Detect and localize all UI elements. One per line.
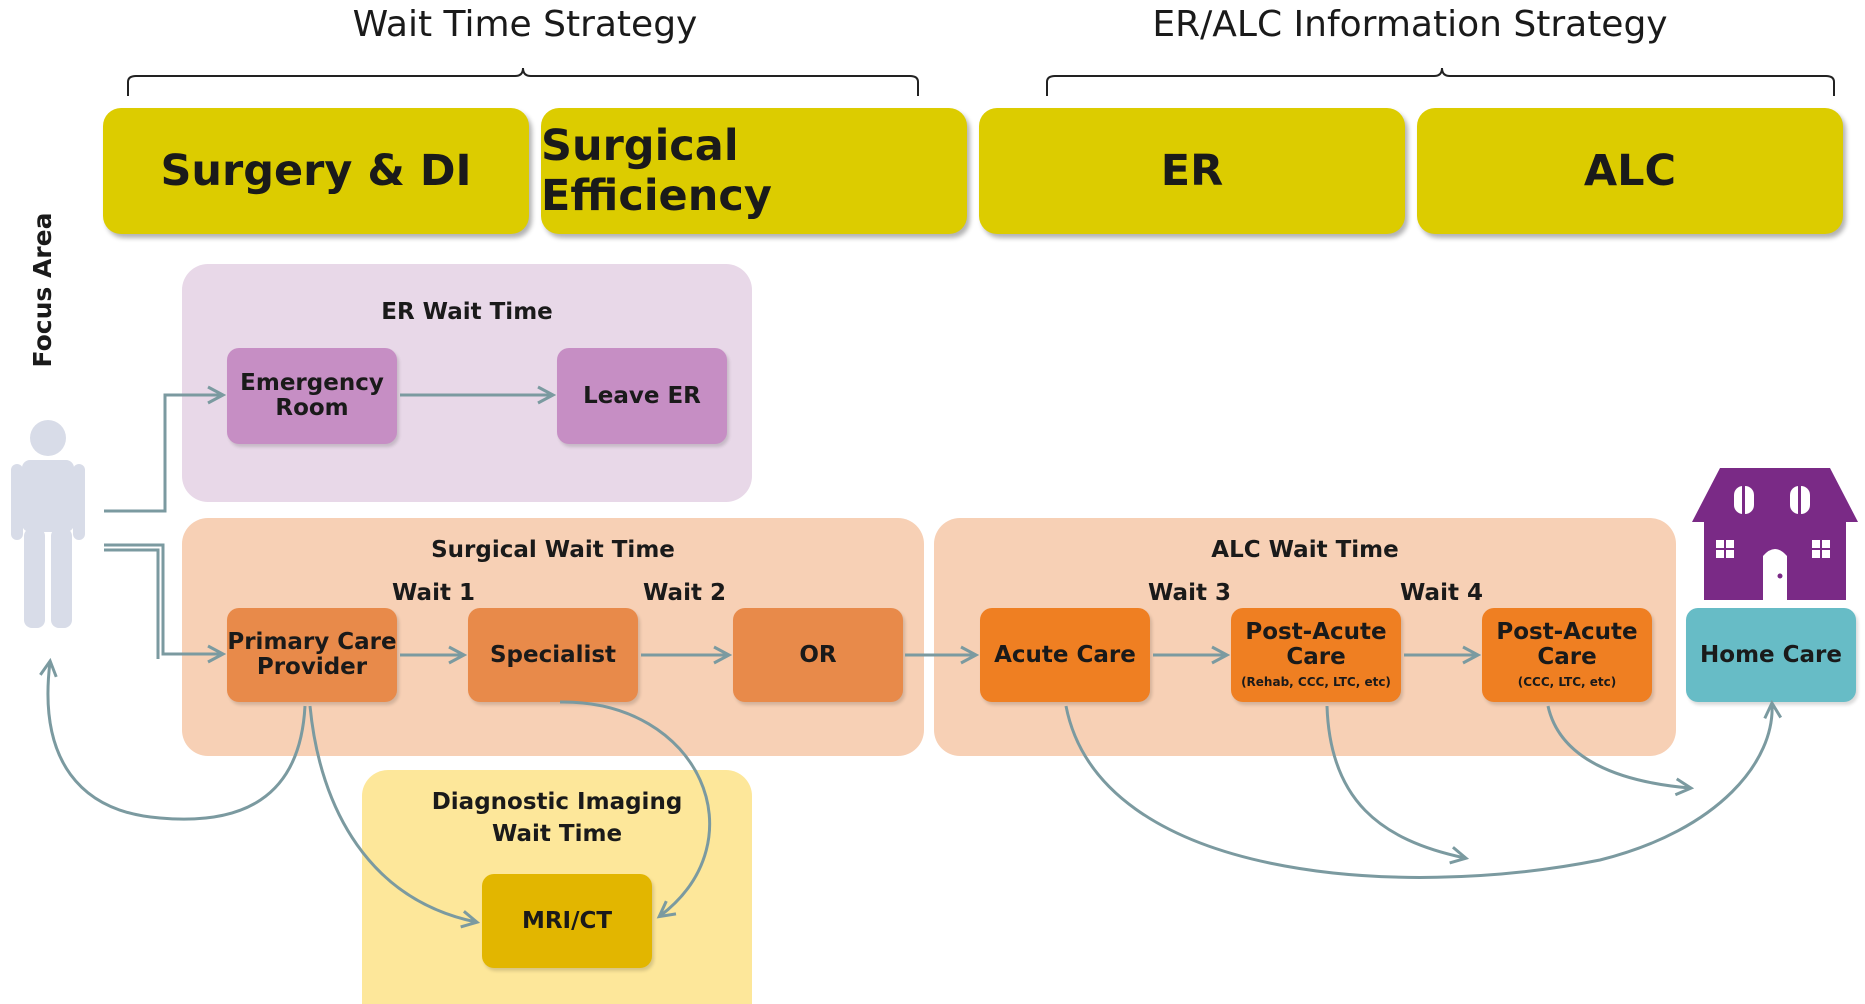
or-node: OR (733, 608, 903, 702)
wait-2-label: Wait 2 (643, 580, 726, 606)
acute-care-node: Acute Care (980, 608, 1150, 702)
diagnostic-imaging-title-line2: Wait Time (491, 821, 623, 847)
leave-er-label: Leave ER (583, 382, 701, 409)
strategy-brackets (127, 67, 1835, 96)
arrow-person-to-primary-care-double (104, 548, 160, 659)
emergency-room-node: Emergency Room (227, 348, 397, 444)
home-care-node: Home Care (1686, 608, 1856, 702)
post-acute-1-line1: Post-Acute (1245, 619, 1387, 645)
mri-ct-label: MRI/CT (521, 907, 613, 934)
focus-area-label: Focus Area (28, 212, 57, 368)
emergency-room-line2: Room (275, 395, 349, 421)
wait-time-strategy-heading: Wait Time Strategy (352, 4, 698, 45)
er-alc-bracket (1046, 67, 1835, 96)
acute-care-label: Acute Care (994, 641, 1136, 668)
or-label: OR (799, 641, 837, 668)
focus-er: ER (979, 108, 1405, 234)
primary-care-line2: Provider (256, 654, 368, 680)
primary-care-provider-node: Primary Care Provider (227, 608, 397, 702)
post-acute-2-line1: Post-Acute (1496, 619, 1638, 645)
post-acute-2-subtitle: (CCC, LTC, etc) (1517, 675, 1617, 689)
post-acute-1-subtitle: (Rehab, CCC, LTC, etc) (1241, 675, 1391, 689)
house-icon (1692, 468, 1858, 600)
er-alc-strategy-heading: ER/ALC Information Strategy (1152, 4, 1668, 45)
focus-surgery-di: Surgery & DI (103, 108, 529, 234)
post-acute-1-line2: Care (1286, 644, 1346, 670)
alc-wait-time-title: ALC Wait Time (1211, 537, 1399, 563)
emergency-room-line1: Emergency (240, 370, 384, 396)
post-acute-care-node-1: Post-Acute Care (Rehab, CCC, LTC, etc) (1231, 608, 1401, 702)
post-acute-2-line2: Care (1537, 644, 1597, 670)
person-icon (11, 420, 85, 628)
focus-alc: ALC (1417, 108, 1843, 234)
diagnostic-imaging-title-line1: Diagnostic Imaging (431, 789, 683, 815)
wait-4-label: Wait 4 (1400, 580, 1483, 606)
leave-er-node: Leave ER (557, 348, 727, 444)
focus-surgical-efficiency: Surgical Efficiency (541, 108, 967, 234)
specialist-label: Specialist (489, 641, 617, 668)
home-care-label: Home Care (1700, 641, 1842, 668)
wait-1-label: Wait 1 (392, 580, 475, 606)
primary-care-line1: Primary Care (227, 629, 397, 655)
surgical-wait-time-title: Surgical Wait Time (431, 537, 675, 563)
post-acute-care-node-2: Post-Acute Care (CCC, LTC, etc) (1482, 608, 1652, 702)
wait-time-bracket (127, 67, 919, 96)
er-wait-time-title: ER Wait Time (381, 299, 553, 325)
mri-ct-node: MRI/CT (482, 874, 652, 968)
specialist-node: Specialist (468, 608, 638, 702)
wait-3-label: Wait 3 (1148, 580, 1231, 606)
